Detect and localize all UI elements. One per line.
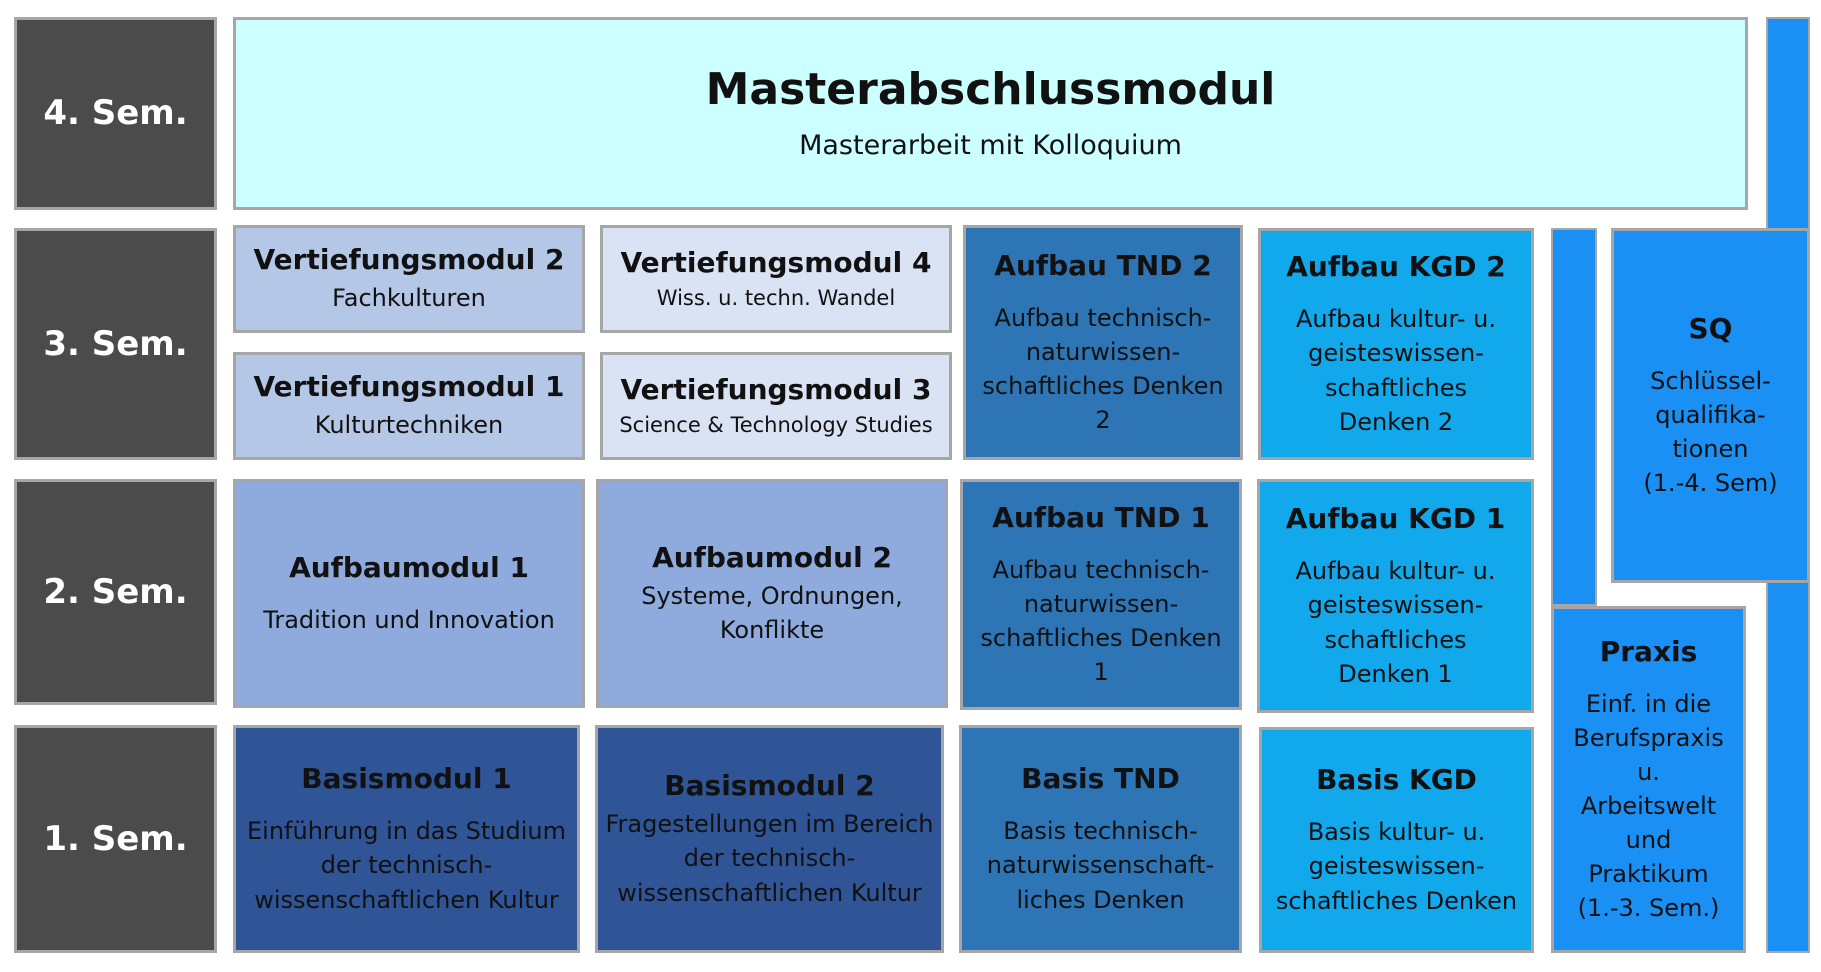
sq-module-title: SQ — [1688, 311, 1733, 345]
aufbau-kgd-2-subtitle: Aufbau kultur- u. geisteswissen- schaftl… — [1296, 305, 1496, 436]
vertiefungsmodul-4-subtitle: Wiss. u. techn. Wandel — [656, 285, 896, 310]
master-module-subtitle: Masterarbeit mit Kolloquium — [799, 129, 1182, 161]
praxis-module-title: Praxis — [1599, 634, 1698, 668]
semester-label-3: 3. Sem. — [14, 228, 217, 460]
aufbau-tnd-1-subtitle: Aufbau technisch- naturwissen- schaftlic… — [980, 555, 1222, 687]
semester-label-2: 2. Sem. — [14, 479, 217, 705]
praxis-module-subtitle: Einf. in die Berufspraxis u. Arbeitswelt… — [1573, 689, 1724, 923]
aufbau-kgd-1-title: Aufbau KGD 1 — [1285, 502, 1506, 536]
sq-bar-inner — [1551, 228, 1597, 606]
vertiefungsmodul-2-subtitle: Fachkulturen — [332, 284, 486, 313]
basismodul-2-title: Basismodul 2 — [664, 769, 875, 803]
basis-tnd-subtitle: Basis technisch- naturwissenschaft- lich… — [986, 817, 1215, 914]
vertiefungsmodul-2-title: Vertiefungsmodul 2 — [253, 243, 565, 277]
semester-label-2-text: 2. Sem. — [43, 571, 188, 612]
vertiefungsmodul-4: Vertiefungsmodul 4 Wiss. u. techn. Wande… — [600, 225, 952, 333]
aufbaumodul-1: Aufbaumodul 1 Tradition und Innovation — [233, 479, 585, 708]
basismodul-1-title: Basismodul 1 — [301, 762, 512, 796]
master-module-title: Masterabschlussmodul — [705, 63, 1276, 115]
basis-tnd: Basis TND Basis technisch- naturwissensc… — [959, 725, 1242, 953]
aufbau-tnd-2: Aufbau TND 2 Aufbau technisch- naturwiss… — [963, 225, 1243, 460]
aufbaumodul-1-subtitle: Tradition und Innovation — [263, 605, 555, 634]
sq-module-subtitle: Schlüssel- qualifika- tionen (1.-4. Sem) — [1643, 366, 1778, 498]
basismodul-2-subtitle: Fragestellungen im Bereich der technisch… — [605, 810, 934, 907]
vertiefungsmodul-4-title: Vertiefungsmodul 4 — [620, 245, 932, 279]
aufbau-kgd-1: Aufbau KGD 1 Aufbau kultur- u. geisteswi… — [1257, 479, 1534, 713]
vertiefungsmodul-1-title: Vertiefungsmodul 1 — [253, 370, 565, 404]
vertiefungsmodul-3: Vertiefungsmodul 3 Science & Technology … — [600, 352, 952, 460]
master-module: Masterabschlussmodul Masterarbeit mit Ko… — [233, 17, 1748, 210]
vertiefungsmodul-3-title: Vertiefungsmodul 3 — [620, 372, 932, 406]
aufbaumodul-2-subtitle: Systeme, Ordnungen, Konflikte — [641, 581, 903, 644]
sq-module: SQ Schlüssel- qualifika- tionen (1.-4. S… — [1611, 228, 1810, 583]
basis-kgd-subtitle: Basis kultur- u. geisteswissen- schaftli… — [1275, 818, 1518, 915]
aufbau-tnd-2-subtitle: Aufbau technisch- naturwissen- schaftlic… — [982, 303, 1224, 435]
semester-label-1-text: 1. Sem. — [43, 818, 188, 859]
praxis-module: Praxis Einf. in die Berufspraxis u. Arbe… — [1551, 606, 1746, 953]
aufbau-tnd-1: Aufbau TND 1 Aufbau technisch- naturwiss… — [960, 479, 1242, 710]
basismodul-2: Basismodul 2 Fragestellungen im Bereich … — [595, 725, 944, 953]
basis-kgd-title: Basis KGD — [1316, 763, 1477, 797]
basis-kgd: Basis KGD Basis kultur- u. geisteswissen… — [1259, 727, 1534, 953]
vertiefungsmodul-1-subtitle: Kulturtechniken — [314, 411, 504, 440]
basismodul-1-subtitle: Einführung in das Studium der technisch-… — [247, 817, 566, 914]
basis-tnd-title: Basis TND — [1021, 762, 1180, 796]
aufbaumodul-2-title: Aufbaumodul 2 — [652, 540, 892, 574]
aufbaumodul-2: Aufbaumodul 2 Systeme, Ordnungen, Konfli… — [596, 479, 948, 708]
aufbaumodul-1-title: Aufbaumodul 1 — [289, 550, 529, 584]
vertiefungsmodul-3-subtitle: Science & Technology Studies — [619, 412, 933, 437]
semester-label-3-text: 3. Sem. — [43, 323, 188, 364]
vertiefungsmodul-2: Vertiefungsmodul 2 Fachkulturen — [233, 225, 585, 333]
basismodul-1: Basismodul 1 Einführung in das Studium d… — [233, 725, 580, 953]
semester-label-4: 4. Sem. — [14, 17, 217, 210]
aufbau-kgd-2: Aufbau KGD 2 Aufbau kultur- u. geisteswi… — [1258, 228, 1534, 460]
aufbau-tnd-2-title: Aufbau TND 2 — [994, 248, 1212, 282]
semester-label-1: 1. Sem. — [14, 725, 217, 953]
semester-label-4-text: 4. Sem. — [43, 93, 188, 134]
aufbau-kgd-1-subtitle: Aufbau kultur- u. geisteswissen- schaftl… — [1295, 557, 1496, 688]
aufbau-kgd-2-title: Aufbau KGD 2 — [1286, 250, 1506, 284]
aufbau-tnd-1-title: Aufbau TND 1 — [992, 500, 1210, 534]
vertiefungsmodul-1: Vertiefungsmodul 1 Kulturtechniken — [233, 352, 585, 460]
